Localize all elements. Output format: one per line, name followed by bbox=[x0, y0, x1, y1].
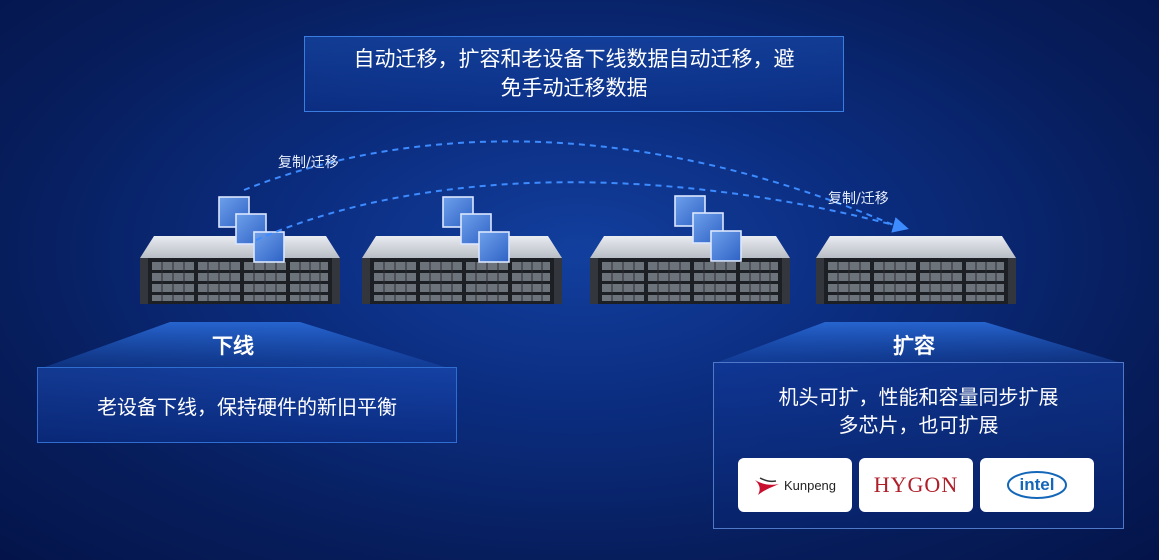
callout-line-2: 免手动迁移数据 bbox=[500, 76, 648, 100]
intel-logo: intel bbox=[980, 458, 1094, 512]
arc-label-left: 复制/迁移 bbox=[278, 155, 339, 171]
migration-arc-inner bbox=[255, 181, 909, 241]
server-3 bbox=[589, 235, 791, 305]
callout-line-1: 自动迁移，扩容和老设备下线数据自动迁移，避 bbox=[353, 47, 795, 71]
offline-title: 下线 bbox=[212, 334, 254, 358]
expand-line-2: 多芯片，也可扩展 bbox=[838, 413, 999, 437]
hygon-logo: HYGON bbox=[859, 458, 973, 512]
expand-line-1: 机头可扩，性能和容量同步扩展 bbox=[778, 385, 1059, 409]
server-2 bbox=[361, 235, 563, 305]
server-1 bbox=[139, 235, 341, 305]
intel-logo-text: intel bbox=[1019, 475, 1055, 494]
hygon-logo-text: HYGON bbox=[873, 472, 959, 497]
intel-swoosh-icon bbox=[1007, 471, 1067, 499]
kunpeng-bird-icon bbox=[754, 477, 779, 495]
kunpeng-logo-text: Kunpeng bbox=[783, 477, 837, 493]
offline-description-box: 老设备下线，保持硬件的新旧平衡 bbox=[37, 367, 457, 443]
offline-trapezoid bbox=[45, 322, 445, 367]
arc-label-right: 复制/迁移 bbox=[828, 191, 889, 207]
migration-arc-outer bbox=[243, 140, 899, 228]
auto-migration-callout: 自动迁移，扩容和老设备下线数据自动迁移，避 免手动迁移数据 bbox=[304, 36, 844, 112]
offline-description: 老设备下线，保持硬件的新旧平衡 bbox=[97, 394, 397, 419]
expand-trapezoid bbox=[718, 322, 1118, 362]
expand-title: 扩容 bbox=[893, 334, 935, 358]
server-4 bbox=[815, 235, 1017, 305]
kunpeng-logo: Kunpeng bbox=[738, 458, 852, 512]
expand-description-box: 机头可扩，性能和容量同步扩展 多芯片，也可扩展 Kunpeng HYGON in… bbox=[713, 362, 1124, 529]
